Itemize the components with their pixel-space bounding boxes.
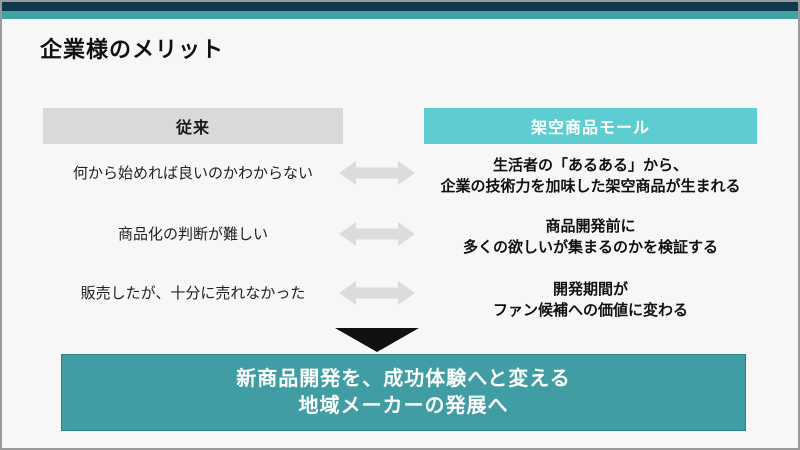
- row-1-mall-text: 生活者の「あるある」から、 企業の技術力を加味した架空商品が生まれる: [424, 155, 757, 197]
- down-triangle-icon: [335, 328, 419, 352]
- row-2-mall-text: 商品開発前に 多くの欲しいが集まるのかを検証する: [424, 216, 757, 258]
- left-right-arrow-icon: [339, 222, 415, 246]
- column-header-conventional-label: 従来: [175, 120, 210, 137]
- left-right-arrow-icon: [339, 161, 415, 185]
- conclusion-banner: 新商品開発を、成功体験へと変える 地域メーカーの発展へ: [61, 354, 746, 431]
- column-header-conventional: 従来: [43, 108, 343, 144]
- row-2-mall-line2: 多くの欲しいが集まるのかを検証する: [462, 239, 718, 256]
- row-3-mall-text: 開発期間が ファン候補への価値に変わる: [424, 279, 757, 321]
- conclusion-line1: 新商品開発を、成功体験へと変える: [236, 367, 571, 390]
- column-header-fictional-mall: 架空商品モール: [424, 108, 757, 144]
- row-2-mall-line1: 商品開発前に: [545, 218, 636, 235]
- row-2-conventional-text: 商品化の判断が難しい: [117, 226, 268, 243]
- column-header-fictional-mall-label: 架空商品モール: [530, 120, 650, 137]
- left-right-arrow-icon: [339, 281, 415, 305]
- top-bar-dark: [2, 2, 798, 11]
- row-1-mall-line1: 生活者の「あるある」から、: [492, 157, 688, 174]
- row-3-mall-line1: 開発期間が: [552, 281, 628, 298]
- conclusion-line2: 地域メーカーの発展へ: [298, 394, 509, 417]
- slide-title: 企業様のメリット: [40, 37, 225, 62]
- row-1-mall-line2: 企業の技術力を加味した架空商品が生まれる: [440, 178, 741, 195]
- top-bar-teal: [2, 11, 798, 19]
- row-3-mall-line2: ファン候補への価値に変わる: [492, 302, 688, 319]
- row-1-conventional-text: 何から始めれば良いのかわからない: [72, 165, 313, 182]
- row-3-conventional-text: 販売したが、十分に売れなかった: [80, 285, 306, 302]
